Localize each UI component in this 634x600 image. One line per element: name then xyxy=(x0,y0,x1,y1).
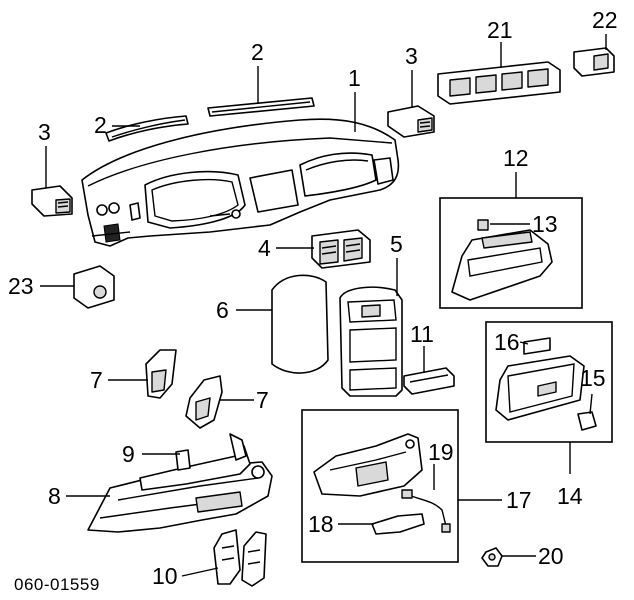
part-1-instrument-panel xyxy=(81,118,400,247)
callout-7-upper: 7 xyxy=(90,367,103,393)
callout-19: 19 xyxy=(428,439,454,465)
callout-10: 10 xyxy=(152,563,178,589)
callout-6: 6 xyxy=(216,297,229,323)
callout-2-left: 2 xyxy=(94,112,107,138)
callout-2-right: 2 xyxy=(251,39,264,65)
part-11-coin-tray xyxy=(403,367,455,395)
part-8-lower-panel xyxy=(87,461,273,533)
part-10-mounting-brackets xyxy=(213,529,267,587)
part-2-defroster-right xyxy=(207,97,315,117)
part-3-vent-right xyxy=(387,105,435,138)
part-22-switch xyxy=(573,47,615,77)
part-18-trim xyxy=(371,513,425,535)
group-box-14 xyxy=(485,321,613,443)
callout-16: 16 xyxy=(494,329,520,355)
callout-13: 13 xyxy=(532,211,558,237)
group-box-17 xyxy=(301,409,459,563)
part-7-bracket-lower xyxy=(185,375,223,429)
part-12-glove-box-housing xyxy=(451,229,553,301)
diagram-code: 060-01559 xyxy=(14,575,100,594)
callout-9: 9 xyxy=(122,441,135,467)
callout-21: 21 xyxy=(487,17,513,43)
callout-4: 4 xyxy=(258,235,271,261)
callout-labels: 1 2 2 3 3 4 5 6 7 7 8 9 10 11 12 13 14 1… xyxy=(8,7,618,589)
part-23-switch-module xyxy=(73,265,115,309)
part-3-vent-left xyxy=(31,185,73,217)
callout-23: 23 xyxy=(8,273,34,299)
callout-5: 5 xyxy=(390,231,403,257)
part-17-lower-cover xyxy=(313,433,423,497)
callout-22: 22 xyxy=(592,7,618,33)
callout-1: 1 xyxy=(348,65,361,91)
part-20-nut xyxy=(481,547,503,567)
part-16-label xyxy=(523,337,551,355)
part-15-latch xyxy=(577,411,597,431)
callout-18: 18 xyxy=(308,511,334,537)
callout-7-lower: 7 xyxy=(256,387,269,413)
part-2-defroster-left xyxy=(105,115,189,142)
callout-3-right: 3 xyxy=(405,43,418,69)
callout-3-left: 3 xyxy=(38,119,51,145)
part-21-switch-cluster xyxy=(437,61,561,105)
part-7-bracket-upper xyxy=(145,349,177,399)
callout-12: 12 xyxy=(503,145,529,171)
part-9-reinforcement-bar xyxy=(139,433,251,491)
part-19-wiring xyxy=(401,489,451,533)
part-13-clip xyxy=(477,219,489,231)
part-14-glove-box xyxy=(495,355,585,421)
leader-lines xyxy=(40,34,607,577)
callout-17: 17 xyxy=(506,487,532,513)
part-6-cover-panel xyxy=(271,274,329,374)
group-box-12 xyxy=(439,197,583,309)
callout-15: 15 xyxy=(580,365,606,391)
callout-14: 14 xyxy=(557,483,583,509)
part-4-center-vent xyxy=(311,229,371,269)
callout-11: 11 xyxy=(410,321,434,347)
part-5-center-fascia xyxy=(339,286,403,397)
callout-20: 20 xyxy=(538,543,564,569)
callout-8: 8 xyxy=(48,483,61,509)
